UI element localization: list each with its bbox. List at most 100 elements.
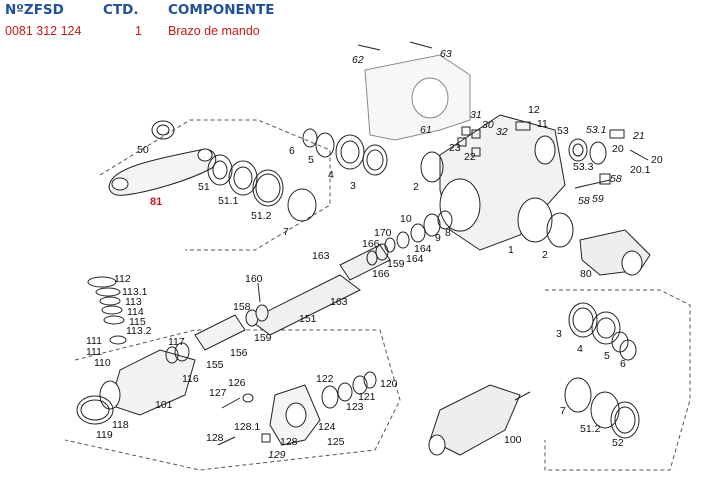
label-115: 115 bbox=[129, 316, 146, 328]
header-part-number: NºZFSD bbox=[5, 2, 64, 18]
label-164: 164 bbox=[414, 243, 432, 255]
label-5: 5 bbox=[308, 154, 314, 166]
label-111b: 111 bbox=[86, 346, 102, 358]
label-2: 2 bbox=[413, 181, 419, 193]
label-166b: 166 bbox=[372, 268, 390, 280]
label-53: 53 bbox=[557, 125, 569, 137]
label-113-1: 113.1 bbox=[122, 286, 148, 298]
screws-top[interactable] bbox=[357, 41, 433, 51]
label-63: 63 bbox=[440, 48, 452, 60]
label-4b: 4 bbox=[577, 343, 583, 355]
header-quantity: CTD. bbox=[103, 2, 139, 18]
label-12: 12 bbox=[528, 104, 540, 116]
label-80: 80 bbox=[580, 268, 592, 280]
shaft-rings[interactable] bbox=[366, 210, 453, 266]
label-111: 111 bbox=[86, 335, 102, 347]
label-22: 22 bbox=[464, 151, 476, 163]
bearing-set-upper[interactable] bbox=[302, 128, 388, 176]
label-20b: 20 bbox=[651, 154, 663, 166]
label-163: 163 bbox=[312, 250, 330, 262]
label-6b: 6 bbox=[620, 358, 626, 370]
label-5b: 5 bbox=[604, 350, 610, 362]
label-113-2: 113.2 bbox=[126, 325, 152, 337]
label-128b: 128 bbox=[280, 436, 298, 448]
label-23: 23 bbox=[449, 142, 461, 154]
label-51: 51 bbox=[198, 181, 210, 193]
label-8: 8 bbox=[445, 227, 451, 239]
label-125: 125 bbox=[327, 436, 345, 448]
valve-stack-part[interactable] bbox=[87, 276, 127, 345]
bolts-lower[interactable] bbox=[217, 393, 271, 446]
label-11: 11 bbox=[537, 118, 548, 130]
row-part-number[interactable]: 0081 312 124 bbox=[5, 24, 82, 38]
housing-cover-part[interactable] bbox=[364, 54, 471, 141]
label-52: 52 bbox=[612, 437, 624, 449]
pin-part[interactable] bbox=[257, 282, 261, 303]
nut-part[interactable] bbox=[151, 120, 175, 140]
label-30: 30 bbox=[482, 119, 494, 131]
label-120: 120 bbox=[380, 378, 398, 390]
worm-shaft-part[interactable] bbox=[249, 244, 391, 336]
label-61: 61 bbox=[420, 124, 432, 136]
end-cover-part[interactable] bbox=[269, 384, 321, 446]
valve-parts[interactable] bbox=[568, 129, 649, 189]
small-fittings[interactable] bbox=[457, 121, 531, 157]
label-117: 117 bbox=[168, 336, 185, 348]
label-7: 7 bbox=[283, 226, 289, 238]
o-ring-housing[interactable] bbox=[420, 151, 574, 248]
label-51-1: 51.1 bbox=[218, 195, 239, 207]
label-3: 3 bbox=[350, 180, 356, 192]
label-3b: 3 bbox=[556, 328, 562, 340]
label-121: 121 bbox=[358, 391, 376, 403]
label-170: 170 bbox=[374, 227, 392, 239]
label-7b: 7 bbox=[560, 405, 566, 417]
cylinder-seal-rings[interactable] bbox=[76, 342, 190, 425]
dashed-group-lower-right bbox=[544, 289, 691, 471]
label-58: 58 bbox=[610, 173, 622, 185]
label-166: 166 bbox=[362, 238, 380, 250]
steering-housing-part[interactable] bbox=[439, 114, 566, 251]
part-labels: 62 63 61 50 81 51 51.1 51.2 6 5 4 3 7 2 … bbox=[86, 48, 663, 461]
label-127: 127 bbox=[209, 387, 227, 399]
label-101: 101 bbox=[155, 399, 173, 411]
bearing-set-lower[interactable] bbox=[564, 302, 640, 439]
pitman-arm-part[interactable] bbox=[108, 148, 217, 196]
cylinder-body-part[interactable] bbox=[99, 349, 196, 416]
label-118: 118 bbox=[112, 419, 129, 431]
seal-rings-left[interactable] bbox=[207, 154, 317, 222]
sector-shaft-part[interactable] bbox=[579, 229, 651, 276]
label-51-2b: 51.2 bbox=[580, 423, 601, 435]
end-rings[interactable] bbox=[321, 371, 377, 409]
label-4: 4 bbox=[328, 169, 334, 181]
label-21: 21 bbox=[632, 130, 645, 142]
label-128: 128 bbox=[206, 432, 224, 444]
label-2b: 2 bbox=[542, 249, 548, 261]
label-123: 123 bbox=[346, 401, 364, 413]
dashed-group-lower-left bbox=[64, 329, 401, 471]
label-6: 6 bbox=[289, 145, 295, 157]
label-155: 155 bbox=[206, 359, 224, 371]
label-53-3: 53.3 bbox=[573, 161, 594, 173]
valve-assembly-part[interactable] bbox=[428, 384, 531, 456]
header-component: COMPONENTE bbox=[168, 2, 275, 18]
label-126: 126 bbox=[228, 377, 246, 389]
label-159: 159 bbox=[387, 258, 405, 270]
sleeve-part[interactable] bbox=[194, 304, 269, 351]
label-110: 110 bbox=[94, 357, 111, 369]
label-159b: 159 bbox=[254, 332, 272, 344]
label-62: 62 bbox=[352, 54, 364, 66]
label-116: 116 bbox=[182, 373, 199, 385]
label-163b: 163 bbox=[330, 296, 348, 308]
row-component[interactable]: Brazo de mando bbox=[168, 24, 260, 38]
label-20: 20 bbox=[612, 143, 624, 155]
label-51-2: 51.2 bbox=[251, 210, 272, 222]
label-164b: 164 bbox=[406, 253, 424, 265]
label-158: 158 bbox=[233, 301, 251, 313]
label-113: 113 bbox=[125, 296, 142, 308]
label-112: 112 bbox=[114, 273, 131, 285]
label-10: 10 bbox=[400, 213, 412, 225]
label-32: 32 bbox=[496, 126, 508, 138]
dashed-group-upper bbox=[99, 119, 331, 251]
label-151: 151 bbox=[299, 313, 317, 325]
